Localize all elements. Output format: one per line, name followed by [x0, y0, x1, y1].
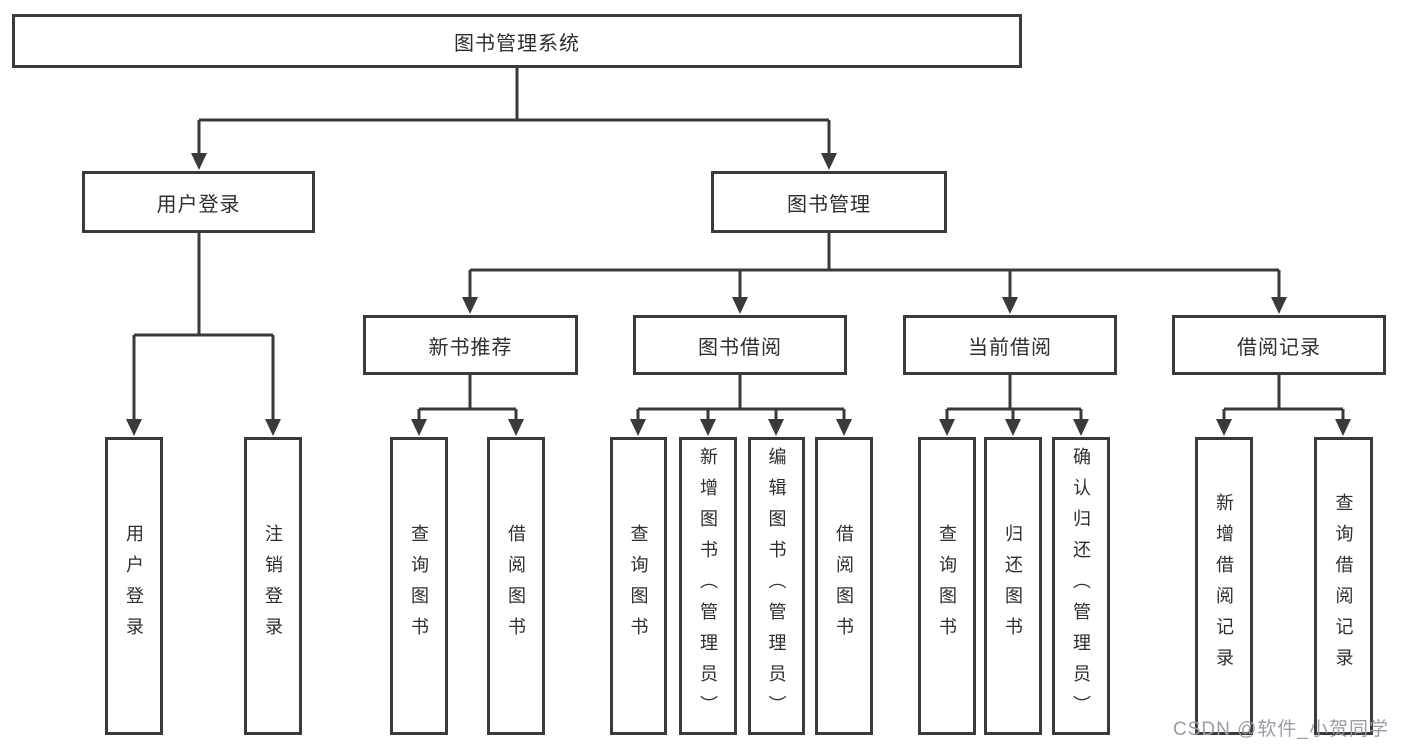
node-borrowing-records: 借阅记录: [1172, 315, 1386, 375]
node-label: 借阅图书: [834, 524, 854, 648]
leaf-query-borrow-record: 查询借阅记录: [1314, 437, 1373, 735]
leaf-query-books-recommend: 查询图书: [390, 437, 448, 735]
leaf-logout: 注销登录: [244, 437, 302, 735]
csdn-watermark: CSDN @软件_小贺同学: [1173, 719, 1389, 740]
node-label: 归还图书: [1003, 524, 1023, 648]
leaf-edit-book-admin: 编辑图书（管理员）: [748, 437, 805, 735]
node-label: 用户登录: [124, 524, 144, 648]
leaf-add-book-admin: 新增图书（管理员）: [679, 437, 737, 735]
node-label: 编辑图书（管理员）: [766, 446, 787, 726]
leaf-query-books-current: 查询图书: [918, 437, 976, 735]
leaf-borrow-books: 借阅图书: [815, 437, 873, 735]
node-label: 用户登录: [156, 193, 241, 216]
node-label: 查询图书: [409, 524, 429, 648]
node-label: 查询图书: [628, 524, 649, 648]
node-label: 注销登录: [263, 524, 283, 648]
node-book-borrowing: 图书借阅: [633, 315, 847, 375]
node-label: 当前借阅: [968, 336, 1052, 359]
node-label: 图书管理: [787, 193, 871, 216]
node-label: 新增图书（管理员）: [698, 446, 718, 726]
node-book-management: 图书管理: [711, 171, 947, 233]
node-label: 借阅记录: [1237, 336, 1321, 359]
node-user-login: 用户登录: [82, 171, 315, 233]
node-label: 确认归还（管理员）: [1071, 446, 1091, 726]
node-label: 查询图书: [937, 524, 957, 648]
leaf-query-books-borrow: 查询图书: [610, 437, 667, 735]
node-new-book-recommendation: 新书推荐: [363, 315, 578, 375]
node-label: 新书推荐: [428, 336, 513, 359]
leaf-user-login: 用户登录: [105, 437, 163, 735]
node-current-borrowing: 当前借阅: [903, 315, 1117, 375]
node-library-management-system: 图书管理系统: [12, 14, 1022, 68]
leaf-confirm-return-admin: 确认归还（管理员）: [1052, 437, 1110, 735]
leaf-borrow-books-recommend: 借阅图书: [487, 437, 545, 735]
node-label: 图书借阅: [698, 336, 782, 359]
leaf-add-borrow-record: 新增借阅记录: [1195, 437, 1253, 735]
node-label: 图书管理系统: [454, 32, 580, 55]
node-label: 查询借阅记录: [1333, 493, 1354, 679]
node-label: 借阅图书: [506, 524, 526, 648]
leaf-return-book: 归还图书: [984, 437, 1042, 735]
node-label: 新增借阅记录: [1214, 493, 1234, 679]
